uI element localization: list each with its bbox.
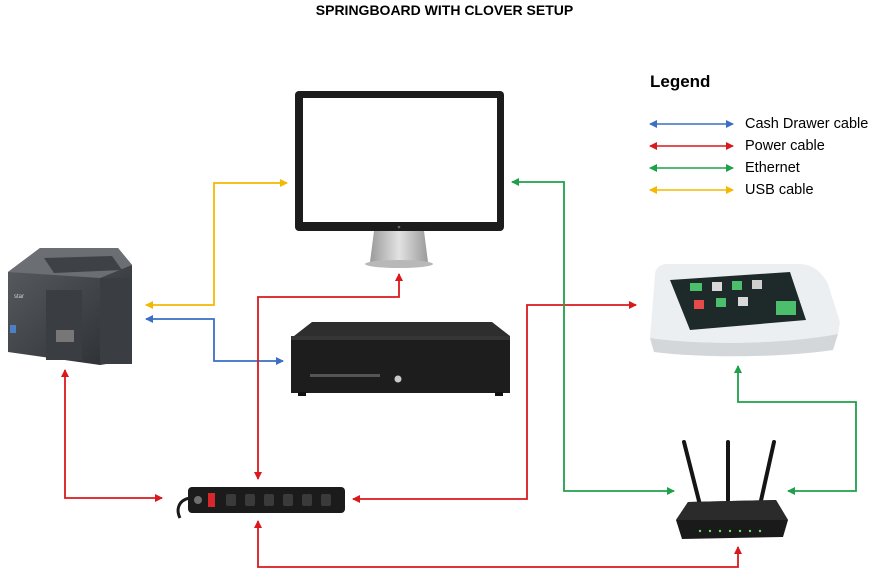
wifi-router-icon: [676, 440, 788, 539]
clover-pos-terminal-icon: [650, 264, 840, 357]
cash-drawer-cable: [145, 315, 284, 365]
diagram-title: SPRINGBOARD WITH CLOVER SETUP: [315, 2, 574, 18]
ethernet-cable-monitor-router: [511, 178, 675, 495]
legend-title: Legend: [650, 72, 711, 91]
legend-label-power: Power cable: [745, 138, 825, 154]
legend-label-usb: USB cable: [745, 182, 814, 198]
monitor-icon: [295, 91, 504, 268]
usb-cable-printer-monitor: [145, 179, 288, 309]
power-strip-icon: [176, 487, 345, 519]
cash-drawer-icon: [291, 322, 510, 396]
receipt-printer-icon: star: [8, 248, 132, 365]
legend-label-ethernet: Ethernet: [745, 160, 800, 176]
power-cable-printer: [61, 369, 163, 502]
legend: [649, 120, 734, 194]
connections: [61, 178, 857, 568]
legend-label-cash-drawer: Cash Drawer cable: [745, 116, 869, 132]
printer-brand-text: star: [14, 294, 24, 300]
power-cable-router: [254, 520, 742, 568]
power-cable-monitor: [254, 273, 403, 480]
ethernet-cable-clover-router: [734, 365, 857, 495]
